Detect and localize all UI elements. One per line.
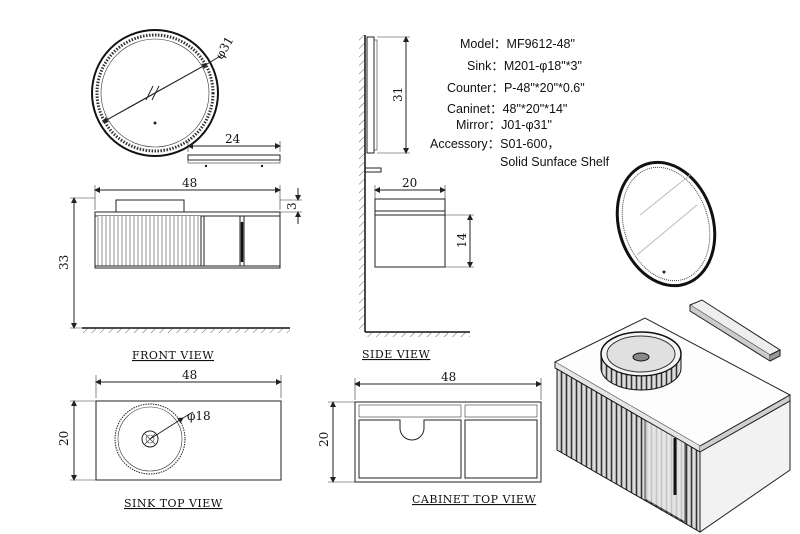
spec-mirror: Mirror：J01-φ31"	[456, 118, 552, 132]
side-height-label: 14	[455, 232, 469, 248]
spec-model: Model：MF9612-48"	[460, 37, 575, 51]
sink-top-depth-label: 20	[57, 431, 71, 446]
spec-list: Model：MF9612-48" Sink：M201-φ18"*3" Count…	[430, 37, 610, 169]
sink-diameter-label: φ18	[187, 409, 211, 423]
front-view-caption: FRONT VIEW	[132, 349, 214, 362]
side-depth-label: 20	[402, 176, 417, 190]
sink-top-view-caption: SINK TOP VIEW	[124, 497, 223, 510]
spec-accessory: Accessory：S01-600，	[430, 137, 560, 151]
cabinet-top-view-caption: CABINET TOP VIEW	[412, 493, 536, 506]
shelf-width-label: 24	[225, 132, 241, 146]
mirror-height-label: 31	[391, 87, 405, 102]
shelf-front-view: 24	[187, 132, 281, 168]
side-view-caption: SIDE VIEW	[362, 348, 431, 361]
counter-thickness-label: 3	[285, 202, 299, 210]
side-view: 31 20 14	[359, 35, 474, 337]
mirror-front-view: φ31	[91, 29, 236, 157]
spec-counter: Counter：P-48"*20"*0.6"	[447, 81, 585, 95]
front-view: 48 33 3	[57, 176, 302, 333]
cabinet-top-view: 48 20	[317, 370, 542, 483]
perspective-view	[553, 160, 792, 533]
sink-top-view: 48 φ18 20	[57, 368, 282, 481]
mirror-diameter-label: φ31	[212, 34, 236, 62]
sink-top-width-label: 48	[182, 368, 197, 382]
cabinet-top-depth-label: 20	[317, 432, 331, 447]
front-height-label: 33	[57, 255, 71, 270]
front-width-label: 48	[182, 176, 197, 190]
cabinet-top-width-label: 48	[441, 370, 456, 384]
spec-cabinet: Caninet：48"*20"*14"	[447, 102, 567, 116]
spec-sink: Sink：M201-φ18"*3"	[467, 59, 582, 73]
spec-accessory-detail: Solid Sunface Shelf	[500, 155, 610, 169]
